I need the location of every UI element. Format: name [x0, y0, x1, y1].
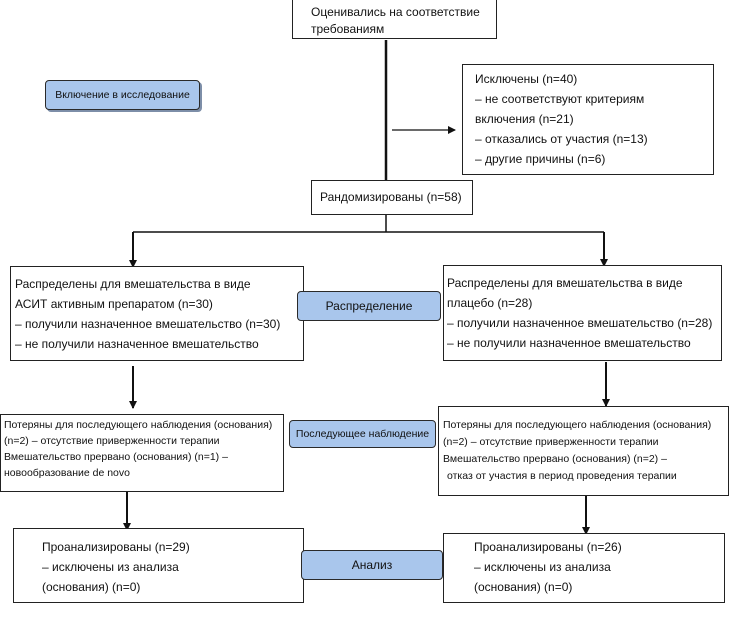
follow-left-line-3: Вмешательство прервано (основания) (n=1)…: [4, 451, 228, 463]
stage-allocation: Распределение: [297, 291, 441, 321]
follow-left-line-2: (n=2) – отсутствие приверженности терапи…: [4, 435, 220, 447]
allocation-left-box: Распределены для вмешательства в виде АС…: [10, 266, 304, 361]
follow-right-line-4: отказ от участия в период проведения тер…: [447, 470, 677, 482]
excluded-reason-1: – не соответствуют критериям: [475, 92, 645, 106]
followup-right-box: Потеряны для последующего наблюдения (ос…: [438, 406, 729, 496]
analysis-right-line-3: (основания) (n=0): [474, 580, 573, 594]
follow-right-line-3: Вмешательство прервано (основания) (n=2)…: [443, 453, 667, 465]
follow-left-line-1: Потеряны для последующего наблюдения (ос…: [4, 419, 273, 431]
follow-left-line-4: новообразование de novo: [4, 467, 130, 479]
assessed-line-1: Оценивались на соответствие: [311, 5, 480, 19]
assessed-line-2: требованиям: [311, 22, 385, 36]
randomized-label: Рандомизированы (n=58): [320, 190, 462, 204]
analysis-left-line-1: Проанализированы (n=29): [42, 540, 190, 554]
assessed-box: Оценивались на соответствие требованиям: [292, 0, 497, 39]
analysis-right-line-2: – исключены из анализа: [474, 560, 611, 574]
follow-right-line-1: Потеряны для последующего наблюдения (ос…: [443, 419, 712, 431]
alloc-right-line-4: – не получили назначенное вмешательство: [447, 336, 691, 350]
stage-enrollment: Включение в исследование: [45, 80, 200, 110]
follow-right-line-2: (n=2) – отсутствие приверженности терапи…: [443, 436, 659, 448]
alloc-right-line-2: плацебо (n=28): [447, 296, 533, 310]
alloc-left-line-3: – получили назначенное вмешательство (n=…: [15, 317, 281, 331]
alloc-left-line-2: АСИТ активным препаратом (n=30): [15, 297, 213, 311]
alloc-left-line-1: Распределены для вмешательства в виде: [15, 277, 251, 291]
analysis-left-box: Проанализированы (n=29) – исключены из а…: [13, 528, 304, 603]
stage-analysis: Анализ: [301, 550, 443, 580]
analysis-right-line-1: Проанализированы (n=26): [474, 540, 622, 554]
followup-left-box: Потеряны для последующего наблюдения (ос…: [0, 414, 284, 492]
excluded-reason-1-cont: включения (n=21): [475, 112, 574, 126]
excluded-reason-2: – отказались от участия (n=13): [475, 132, 648, 146]
randomized-box: Рандомизированы (n=58): [311, 180, 473, 215]
alloc-right-line-3: – получили назначенное вмешательство (n=…: [447, 316, 713, 330]
alloc-right-line-1: Распределены для вмешательства в виде: [447, 276, 683, 290]
allocation-right-box: Распределены для вмешательства в виде пл…: [443, 265, 722, 361]
excluded-reason-3: – другие причины (n=6): [475, 152, 606, 166]
excluded-title: Исключены (n=40): [475, 72, 578, 86]
excluded-box: Исключены (n=40) – не соответствуют крит…: [462, 64, 714, 175]
analysis-left-line-3: (основания) (n=0): [42, 580, 141, 594]
alloc-left-line-4: – не получили назначенное вмешательство: [15, 337, 259, 351]
analysis-right-box: Проанализированы (n=26) – исключены из а…: [443, 533, 725, 603]
analysis-left-line-2: – исключены из анализа: [42, 560, 179, 574]
stage-followup: Последующее наблюдение: [289, 420, 436, 448]
